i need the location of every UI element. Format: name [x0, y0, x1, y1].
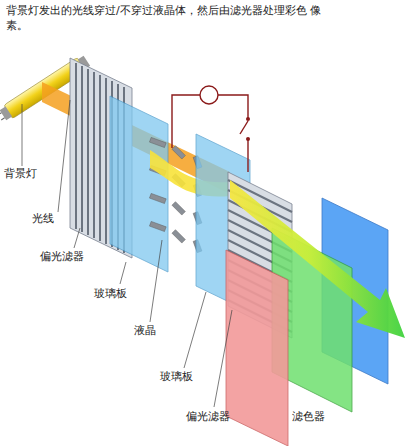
- red-filter: [226, 250, 288, 446]
- part-label: 光线: [32, 212, 54, 225]
- liquid-crystal: [149, 137, 201, 252]
- light-arrow: [230, 180, 405, 338]
- switch-contact: [246, 137, 250, 141]
- part-label: 玻璃板: [94, 287, 127, 300]
- part-label: 偏光滤器: [186, 410, 230, 423]
- leader-line: [22, 100, 232, 407]
- part-label: 偏光滤器: [40, 250, 84, 263]
- circuit-wire: [172, 86, 248, 172]
- part-label: 液晶: [134, 324, 156, 337]
- part-label: 滤色器: [292, 410, 325, 423]
- switch-contact: [246, 117, 250, 121]
- title: 背景灯发出的光线穿过/不穿过液晶体，然后由滤光器处理彩色 像素。: [6, 3, 336, 33]
- part-label: 背景灯: [4, 167, 37, 180]
- part-label: 玻璃板: [160, 370, 193, 383]
- glass-plate: [110, 96, 168, 272]
